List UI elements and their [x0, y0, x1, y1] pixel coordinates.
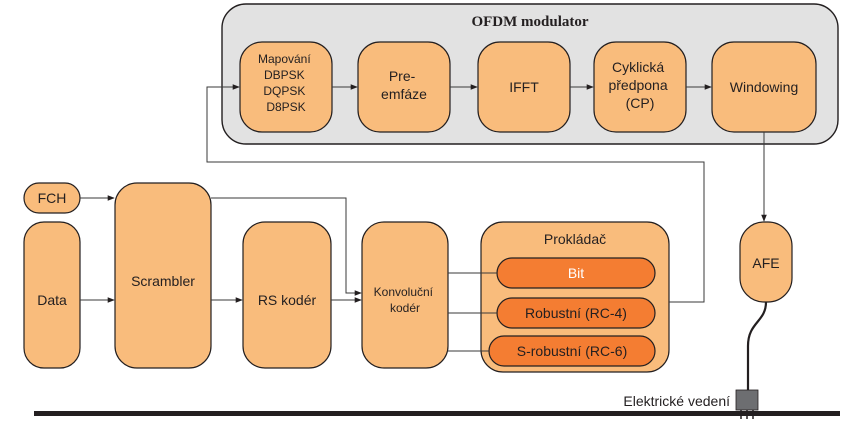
data-block: [23, 221, 81, 369]
cp-label-1: Cyklická: [612, 59, 664, 75]
svg-text:Mapování DBPSK DQPSK: Mapování DBPSK DQPSK D8PSK: [258, 52, 314, 114]
powerline-coupler: [735, 389, 759, 411]
rs-encoder-block: [242, 221, 332, 369]
conv-encoder-block: [361, 221, 449, 369]
data-label: Data: [37, 292, 67, 308]
preemphasis-label-2: emfáze: [381, 86, 427, 102]
scrambler-block: [114, 182, 212, 369]
rs-encoder-label: RS kodér: [258, 292, 317, 308]
powerline-label: Elektrické vedení: [623, 393, 730, 409]
arrow-interleaver-to-mapping: [206, 84, 705, 303]
cp-label-3: (CP): [626, 95, 655, 111]
mapping-label: Mapování: [258, 52, 311, 66]
ifft-label: IFFT: [509, 79, 539, 95]
svg-text:Konvoluční kodér: Konvoluční kodér: [374, 285, 437, 315]
fch-label: FCH: [38, 190, 67, 206]
cp-label-2: předpona: [608, 77, 667, 93]
windowing-label: Windowing: [730, 79, 798, 95]
mapping-dqpsk: DQPSK: [263, 84, 305, 98]
mapping-d8psk: D8PSK: [266, 100, 305, 114]
interleaver-mode-robust-label: Robustní (RC-4): [525, 305, 627, 321]
svg-text:Cyklická předpona (CP): Cyklická předpona (CP): [608, 59, 671, 111]
interleaver-mode-bit-label: Bit: [568, 265, 584, 281]
ofdm-title: OFDM modulator: [471, 14, 588, 30]
conv-encoder-label-2: kodér: [390, 301, 420, 315]
arrow-fch-bypass-to-conv: [211, 197, 362, 296]
afe-label: AFE: [752, 255, 779, 271]
afe-cable: [746, 301, 768, 392]
preemphasis-label-1: Pre-: [389, 68, 416, 84]
mapping-dbpsk: DBPSK: [264, 68, 305, 82]
scrambler-label: Scrambler: [131, 273, 195, 289]
conv-encoder-label-1: Konvoluční: [374, 285, 434, 299]
svg-text:Pre- emfáze: Pre- emfáze: [381, 68, 427, 102]
powerline: [34, 411, 840, 416]
interleaver-mode-super-robust-label: S-robustní (RC-6): [517, 343, 627, 359]
interleaver-title: Prokládač: [544, 231, 606, 247]
